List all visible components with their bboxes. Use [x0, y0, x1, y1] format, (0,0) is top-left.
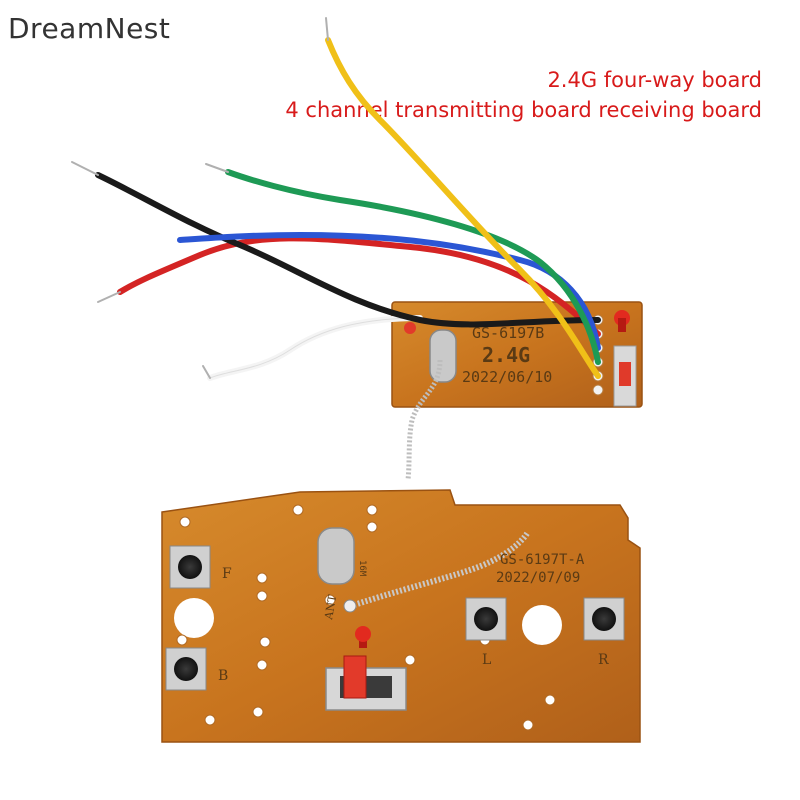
button-forward-label: F — [222, 566, 232, 582]
receiver-wires — [71, 17, 601, 381]
transmitter-antenna — [353, 530, 531, 608]
button-back[interactable] — [165, 647, 207, 691]
transmitter-crystal — [317, 527, 355, 585]
brand-watermark: DreamNest — [8, 12, 171, 45]
receiver-model-text: GS-6197B — [472, 324, 544, 342]
transmitter-board: 16M ANT GS-6197T-A 2022/07/09 F B L R — [161, 489, 641, 743]
crystal-label: 16M — [357, 560, 367, 577]
button-back-label: B — [218, 668, 228, 684]
caption-line-1: 2.4G four-way board — [547, 68, 762, 92]
receiver-board: GS-6197B 2.4G 2022/06/10 — [391, 301, 643, 481]
button-right[interactable] — [583, 597, 625, 641]
antenna-label: ANT — [322, 593, 339, 621]
receiver-date-text: 2022/06/10 — [462, 368, 552, 386]
button-forward[interactable] — [169, 545, 211, 589]
receiver-led — [404, 322, 416, 334]
mount-hole-left — [174, 598, 214, 638]
receiver-antenna — [405, 359, 443, 481]
receiver-band-text: 2.4G — [482, 343, 530, 367]
button-left[interactable] — [465, 597, 507, 641]
power-switch[interactable] — [325, 655, 407, 711]
mount-hole-right — [522, 605, 562, 645]
button-right-label: R — [598, 652, 609, 668]
transmitter-model-text: GS-6197T-A — [500, 552, 585, 568]
transmitter-date-text: 2022/07/09 — [496, 570, 580, 586]
receiver-crystal — [429, 329, 457, 383]
transmitter-led — [355, 626, 371, 648]
button-left-label: L — [482, 652, 491, 668]
